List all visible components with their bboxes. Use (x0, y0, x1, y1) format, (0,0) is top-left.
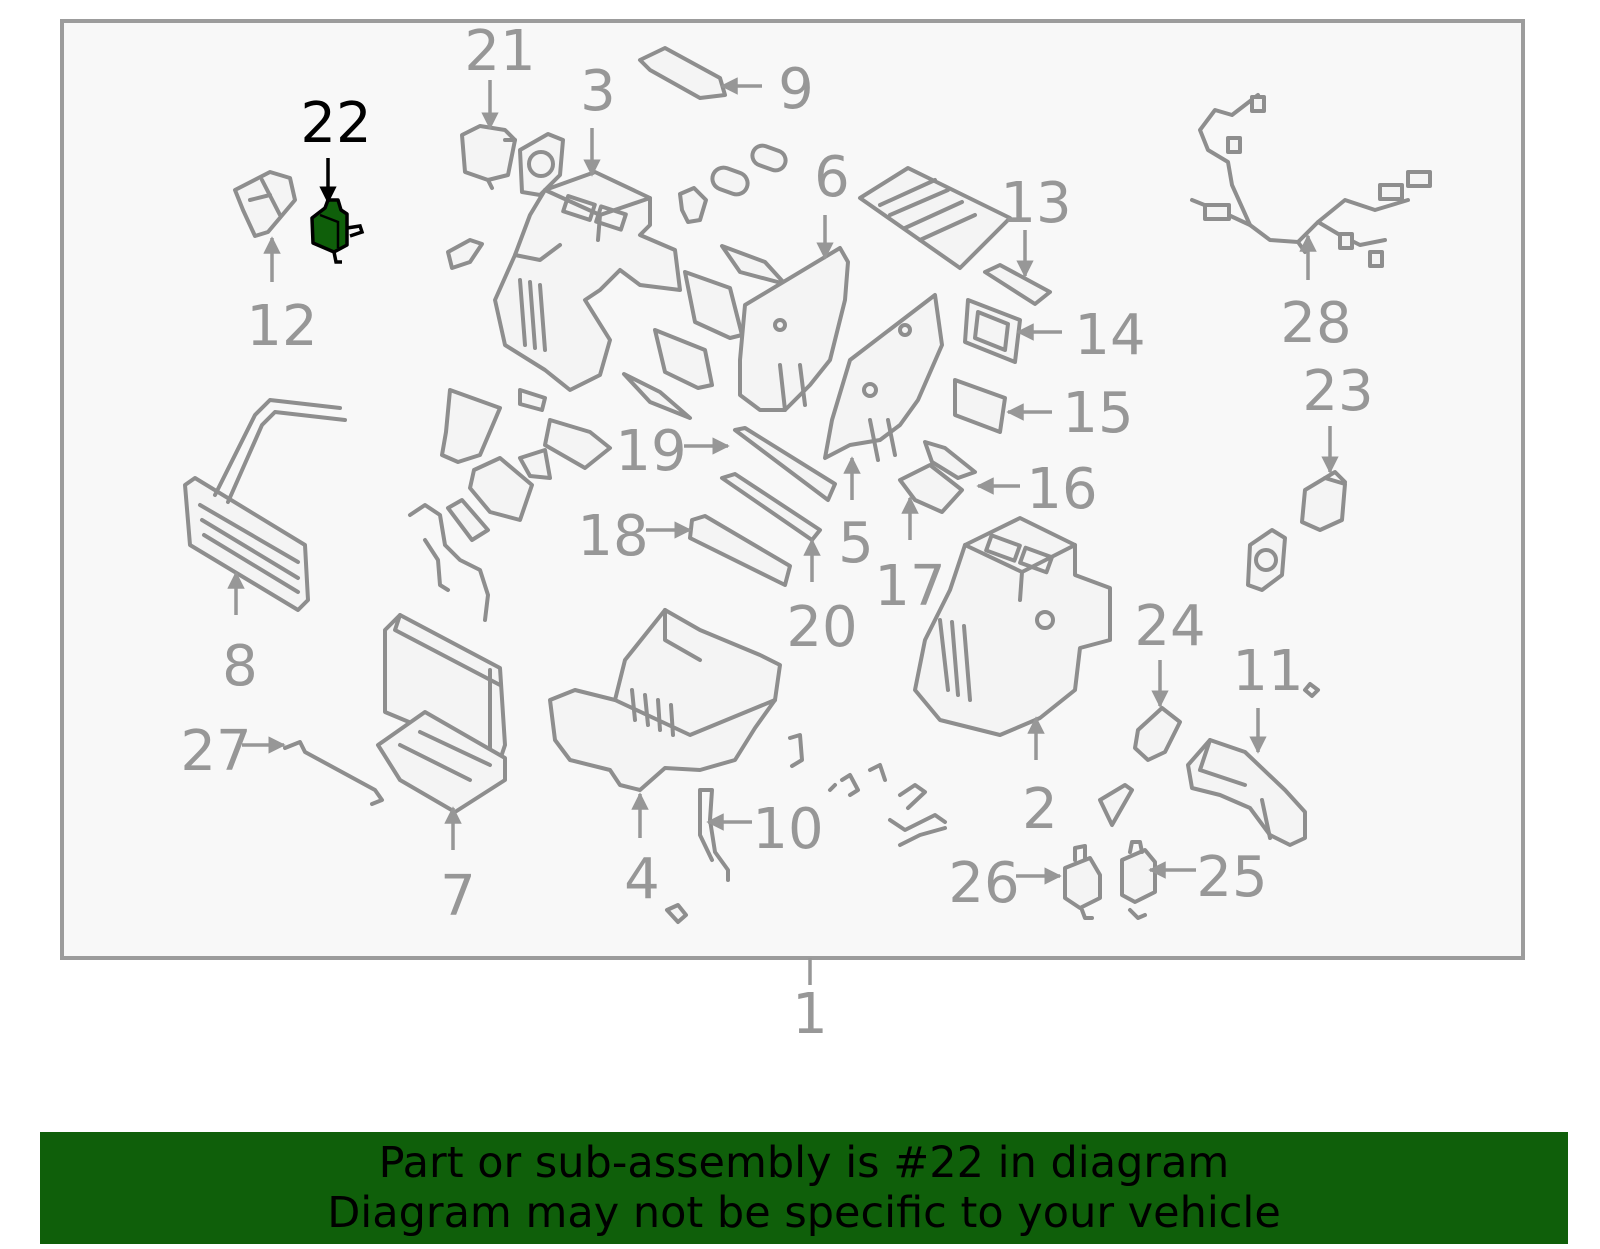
part-26-sensor (1063, 844, 1102, 920)
part-11-duct (1186, 738, 1307, 847)
callout-10: 10 (752, 797, 823, 862)
caption-line-1: Part or sub-assembly is #22 in diagram (378, 1138, 1230, 1188)
callout-16: 16 (1026, 457, 1097, 522)
part-28-wiring-harness (1190, 93, 1432, 268)
part-16-vent (923, 440, 977, 480)
part-22-actuator[interactable] (310, 198, 365, 264)
callout-15: 15 (1062, 381, 1133, 446)
part-4-lower-case (548, 608, 782, 792)
callout-1: 1 (792, 982, 828, 1047)
caption-line-2: Diagram may not be specific to your vehi… (327, 1188, 1281, 1238)
callout-21: 21 (464, 19, 535, 84)
part-24-actuator (1133, 706, 1182, 762)
callout-18: 18 (577, 504, 648, 569)
part-14-vent (963, 298, 1022, 364)
part-5-panel (823, 293, 944, 462)
callout-20: 20 (786, 595, 857, 660)
part-20-seal (720, 472, 822, 542)
callout-2: 2 (1022, 777, 1058, 842)
part-21-servo (460, 124, 517, 190)
part-27-sensor (283, 740, 384, 806)
part-23-actuator (1246, 470, 1347, 592)
callout-28: 28 (1280, 291, 1351, 356)
part-bracket (1098, 783, 1134, 827)
callout-9: 9 (778, 57, 814, 122)
callout-17: 17 (874, 554, 945, 619)
callout-13: 13 (1000, 171, 1071, 236)
callout-7: 7 (440, 864, 476, 929)
callout-4: 4 (624, 847, 660, 912)
part-gaskets (446, 143, 788, 270)
callout-12: 12 (246, 294, 317, 359)
part-3-upper-case (493, 170, 682, 392)
part-10-hose (698, 788, 730, 882)
callout-24: 24 (1134, 594, 1205, 659)
part-6-panel (738, 246, 850, 412)
part-11-screw (1303, 682, 1320, 698)
callout-27: 27 (180, 719, 251, 784)
callout-6: 6 (814, 145, 850, 210)
callout-26: 26 (948, 851, 1019, 916)
callout-5: 5 (838, 511, 874, 576)
part-19-seal (733, 426, 837, 502)
part-blower-fan (518, 132, 565, 197)
part-25-sensor (1120, 840, 1157, 920)
callout-11: 11 (1232, 639, 1303, 704)
part-ducts (440, 244, 787, 542)
callout-3: 3 (580, 59, 616, 124)
callout-14: 14 (1074, 303, 1145, 368)
part-pipe (408, 503, 490, 622)
part-7-evaporator (376, 613, 507, 814)
part-15-vent (953, 378, 1007, 434)
part-2-main-case (913, 516, 1112, 737)
callout-25: 25 (1196, 845, 1267, 910)
caption-banner: Part or sub-assembly is #22 in diagram D… (40, 1132, 1568, 1244)
callout-8: 8 (222, 634, 258, 699)
callout-22: 22 (300, 91, 371, 156)
callout-19: 19 (615, 419, 686, 484)
callout-23: 23 (1302, 359, 1373, 424)
part-12-bracket (233, 170, 297, 238)
part-13-filter (858, 166, 1052, 306)
part-8-heater-core (183, 398, 347, 612)
part-9-plate (638, 46, 727, 100)
part-clips (665, 733, 947, 924)
